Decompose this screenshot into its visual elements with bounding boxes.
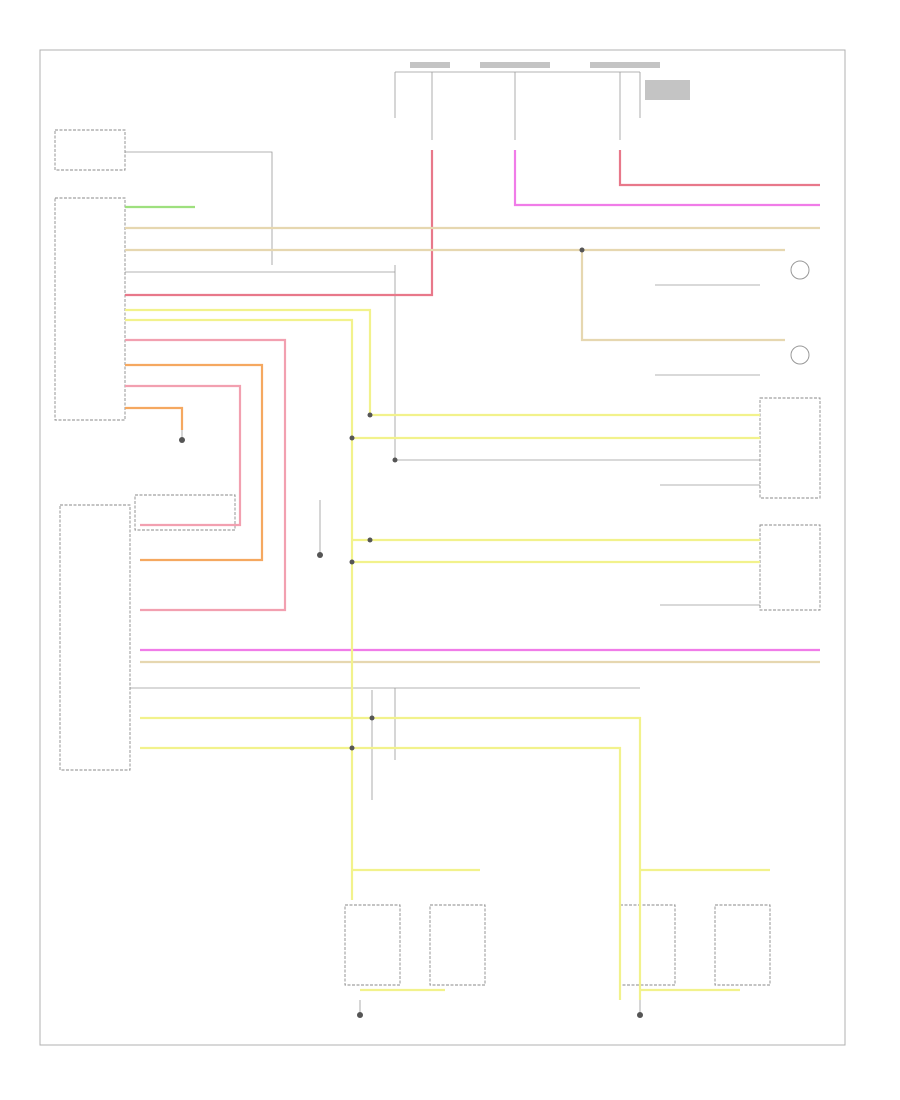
gray-wires	[54, 129, 821, 1015]
wire-pink-2	[125, 338, 287, 612]
wire-pink	[140, 150, 820, 652]
wire-orange	[125, 363, 264, 562]
wire-yellow	[125, 308, 770, 1000]
colored-wires	[125, 150, 820, 1000]
splice-points	[179, 247, 643, 1018]
diagram-border	[39, 49, 846, 1046]
wire-red	[125, 150, 820, 297]
fuse-box-feeds	[394, 62, 690, 140]
wire-tan	[125, 226, 820, 664]
